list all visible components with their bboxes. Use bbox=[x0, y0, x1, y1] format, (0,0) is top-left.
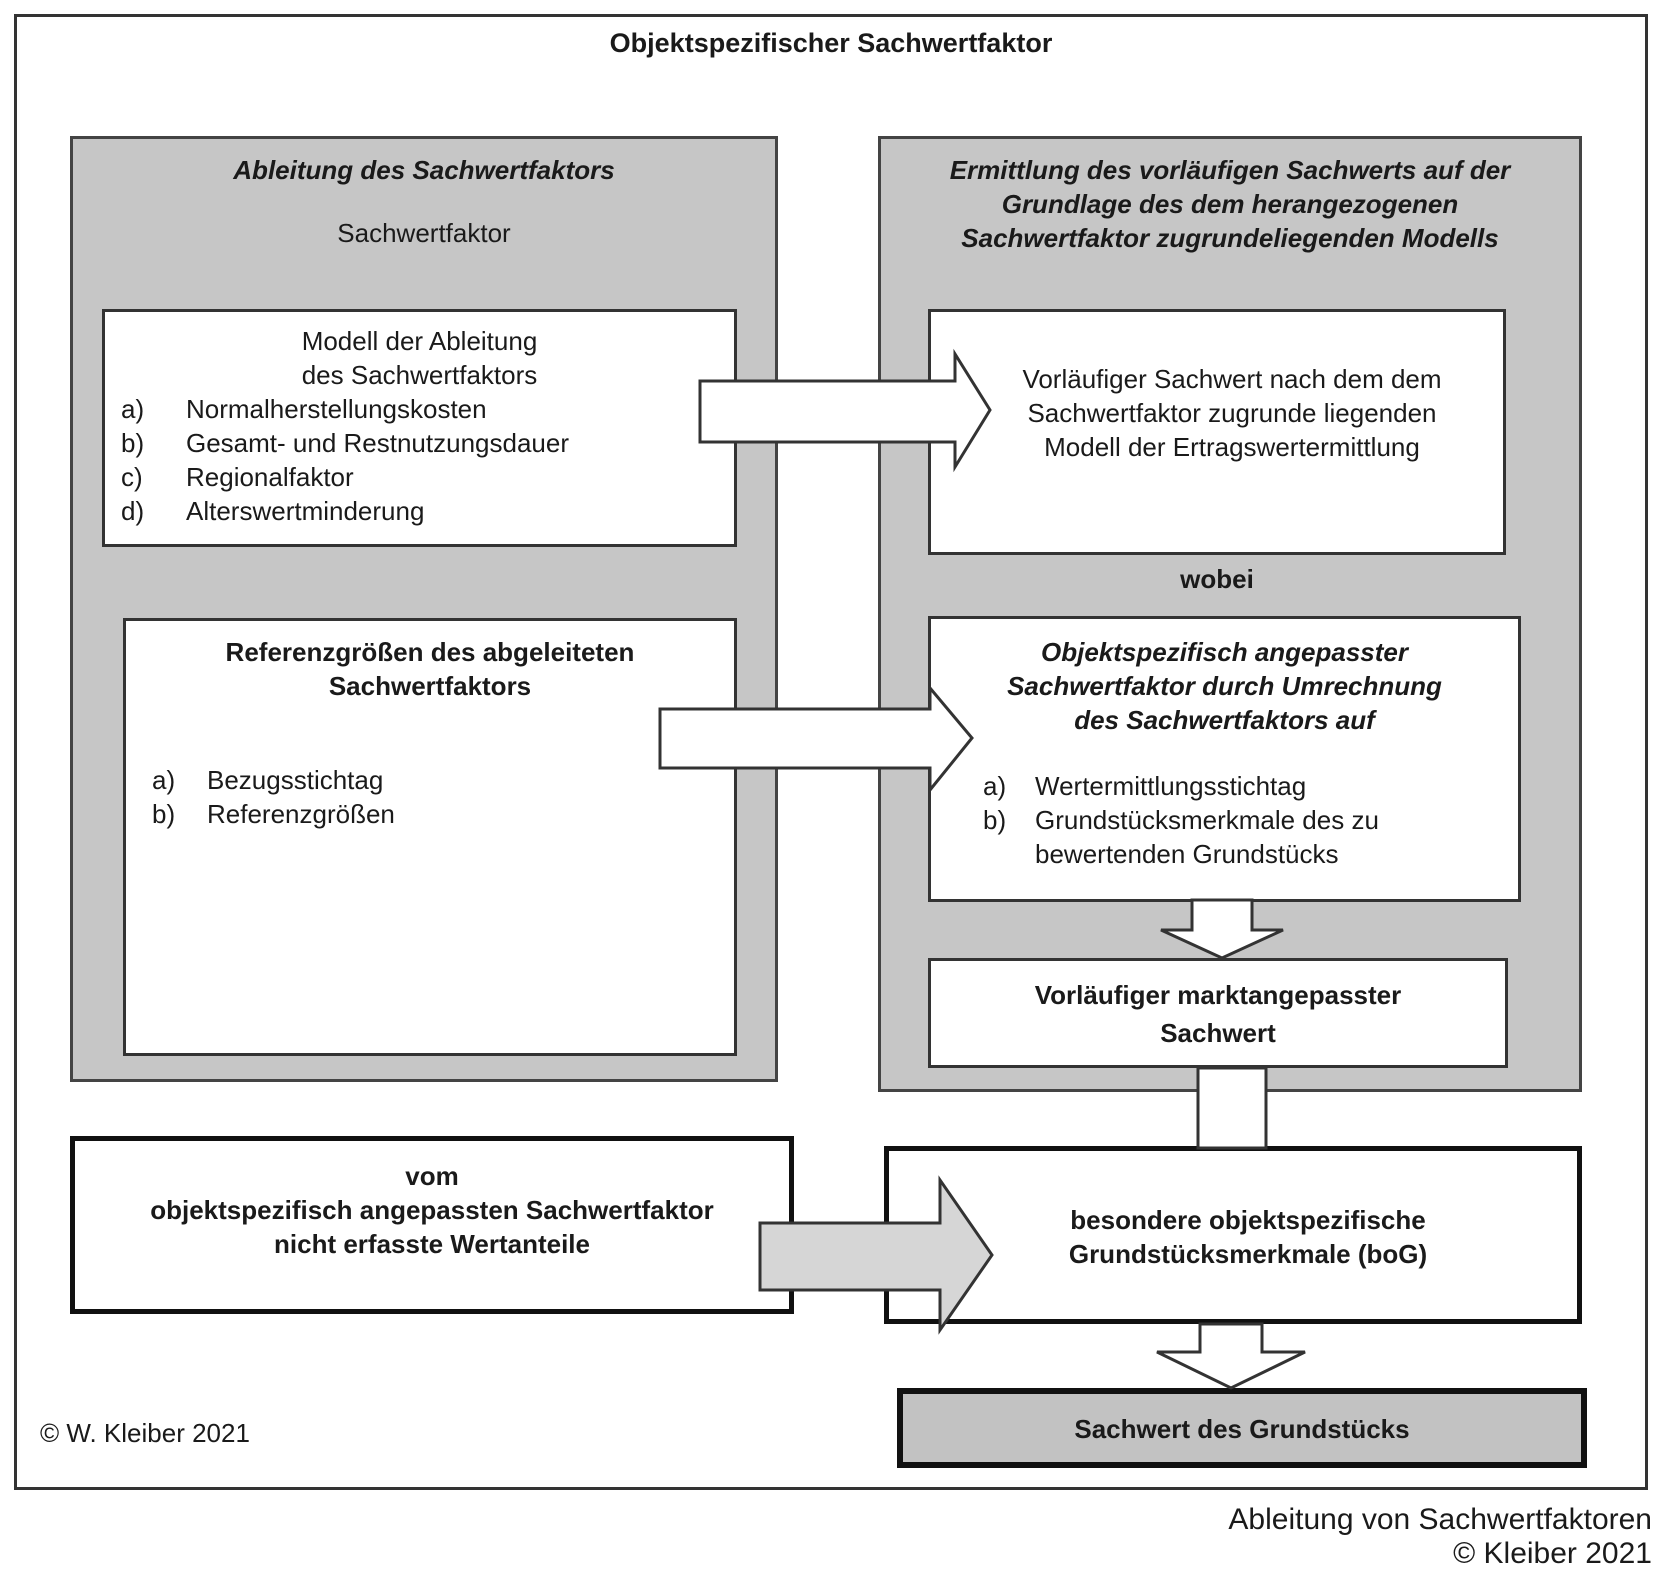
right-panel-header-2: Grundlage des dem herangezogenen bbox=[1001, 189, 1459, 219]
final-value-label: Sachwert des Grundstücks bbox=[1074, 1414, 1410, 1444]
model-item: d) Alterswertminderung bbox=[121, 496, 425, 526]
arrow-not-covered-to-bog bbox=[758, 1175, 994, 1335]
market-line-2: Sachwert bbox=[1160, 1018, 1276, 1048]
connector-wobei: wobei bbox=[1180, 564, 1254, 594]
model-item: b) Gesamt- und Restnutzungsdauer bbox=[121, 428, 569, 458]
not-covered-line-1: vom bbox=[405, 1161, 459, 1191]
arrow-bog-to-final bbox=[1156, 1322, 1306, 1390]
reference-box-title-1: Referenzgrößen des abgeleiteten bbox=[225, 637, 635, 667]
provisional-line-3: Modell der Ertragswertermittlung bbox=[1044, 432, 1420, 462]
connector-market-to-bog bbox=[1196, 1066, 1268, 1150]
provisional-value-box: Vorläufiger Sachwert nach dem dem Sachwe… bbox=[928, 309, 1506, 555]
model-box-title-2: des Sachwertfaktors bbox=[301, 360, 538, 390]
caption-line-2: © Kleiber 2021 bbox=[1453, 1537, 1652, 1570]
adjusted-title-3: des Sachwertfaktors auf bbox=[1074, 705, 1375, 735]
adjusted-item: a) Wertermittlungsstichtag bbox=[983, 771, 1307, 801]
adjusted-title-2: Sachwertfaktor durch Umrechnung bbox=[1007, 671, 1442, 701]
model-item: a) Normalherstellungskosten bbox=[121, 394, 487, 424]
reference-box-title-2: Sachwertfaktors bbox=[328, 671, 532, 701]
right-panel-header-1: Ermittlung des vorläufigen Sachwerts auf… bbox=[949, 155, 1511, 185]
provisional-line-1: Vorläufiger Sachwert nach dem dem bbox=[1022, 364, 1442, 394]
arrow-adjusted-to-market bbox=[1160, 898, 1284, 960]
arrow-model-to-provisional bbox=[698, 348, 992, 473]
final-value-box: Sachwert des Grundstücks bbox=[897, 1388, 1587, 1468]
reference-item: b) Referenzgrößen bbox=[152, 799, 395, 829]
reference-item: a) Bezugsstichtag bbox=[152, 765, 384, 795]
right-panel-header-3: Sachwertfaktor zugrundeliegenden Modells bbox=[961, 223, 1499, 253]
adjusted-item: b) Grundstücksmerkmale des zu bbox=[983, 805, 1379, 835]
adjusted-item: bewertenden Grundstücks bbox=[1035, 839, 1339, 869]
bog-line-2: Grundstücksmerkmale (boG) bbox=[1068, 1239, 1428, 1269]
model-item: c) Regionalfaktor bbox=[121, 462, 354, 492]
bog-line-1: besondere objektspezifische bbox=[1070, 1205, 1426, 1235]
market-line-1: Vorläufiger marktangepasster bbox=[1034, 980, 1402, 1010]
not-covered-line-2: objektspezifisch angepassten Sachwertfak… bbox=[150, 1195, 714, 1225]
diagram-title: Objektspezifischer Sachwertfaktor bbox=[609, 28, 1053, 58]
copyright-inner: © W. Kleiber 2021 bbox=[40, 1418, 250, 1448]
arrow-reference-to-adjusted bbox=[658, 683, 974, 795]
reference-box: Referenzgrößen des abgeleiteten Sachwert… bbox=[123, 618, 737, 1056]
not-covered-line-3: nicht erfasste Wertanteile bbox=[274, 1229, 590, 1259]
model-box-title-1: Modell der Ableitung bbox=[301, 326, 538, 356]
model-box: Modell der Ableitung des Sachwertfaktors… bbox=[102, 309, 737, 547]
market-adjusted-box: Vorläufiger marktangepasster Sachwert bbox=[928, 958, 1508, 1068]
adjusted-factor-box: Objektspezifisch angepasster Sachwertfak… bbox=[928, 616, 1521, 902]
provisional-line-2: Sachwertfaktor zugrunde liegenden bbox=[1027, 398, 1437, 428]
caption-line-1: Ableitung von Sachwertfaktoren bbox=[1228, 1503, 1652, 1536]
left-panel-header: Ableitung des Sachwertfaktors bbox=[233, 155, 615, 185]
adjusted-title-1: Objektspezifisch angepasster bbox=[1040, 637, 1409, 667]
left-panel-subheader: Sachwertfaktor bbox=[337, 218, 511, 248]
not-covered-box: vom objektspezifisch angepassten Sachwer… bbox=[70, 1136, 794, 1314]
